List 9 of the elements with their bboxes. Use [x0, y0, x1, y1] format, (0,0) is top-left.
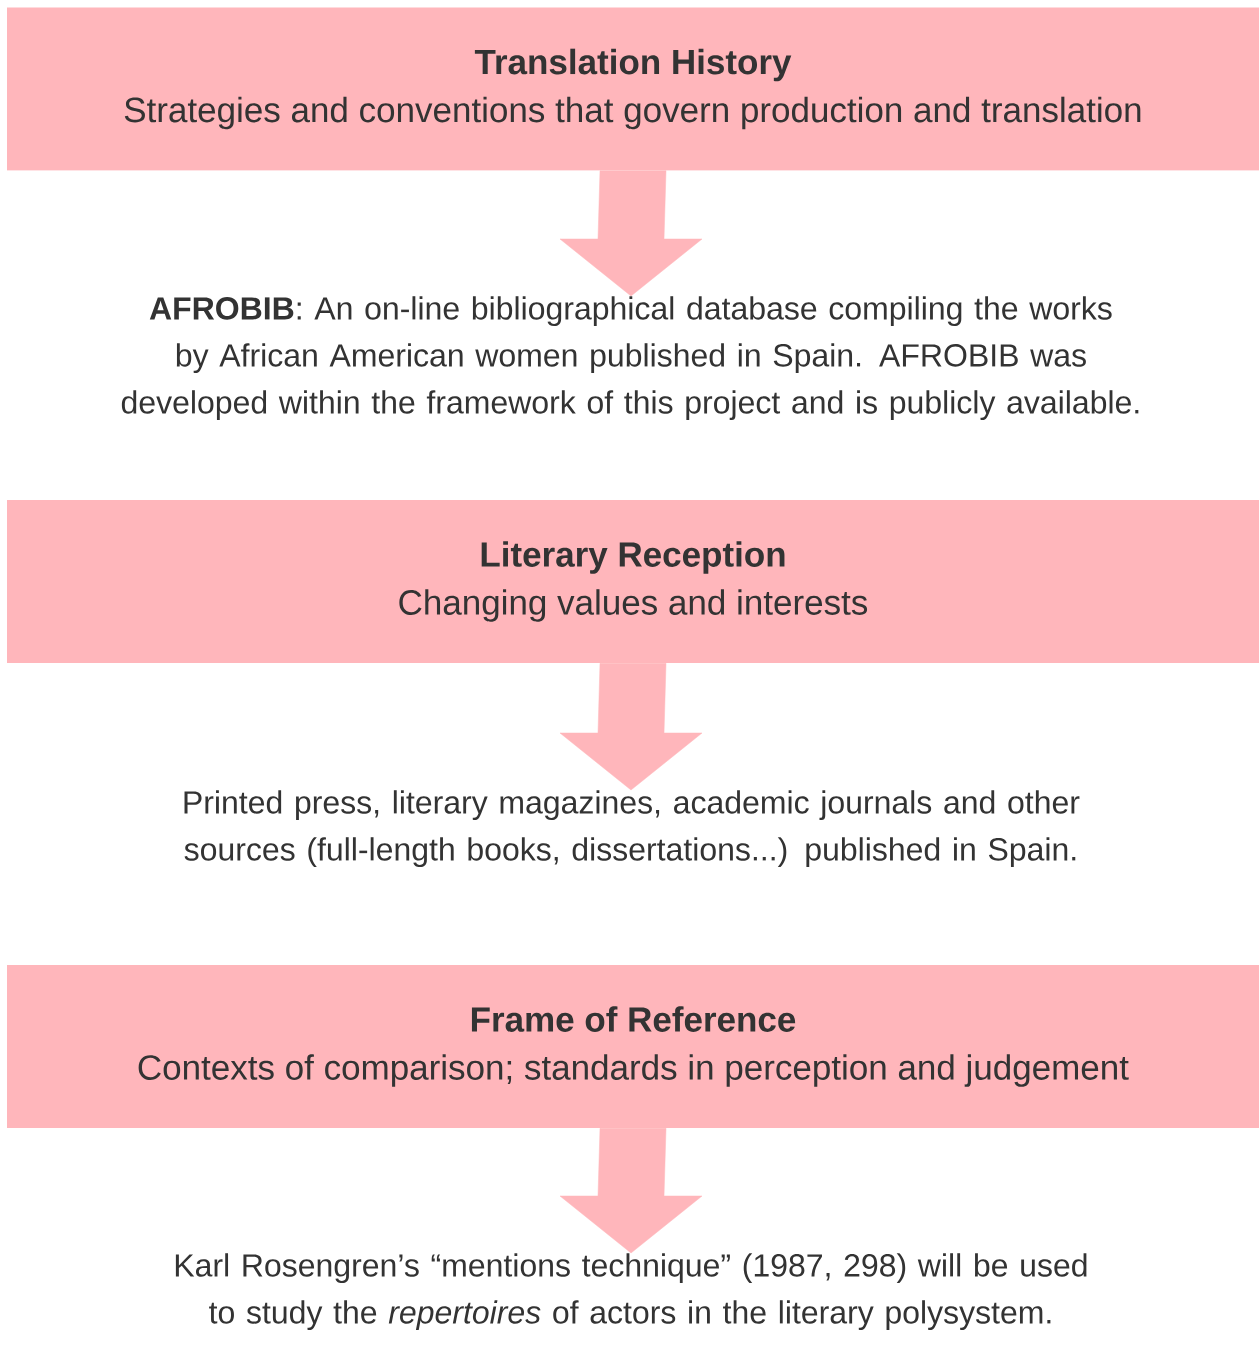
process-box: Translation History Strategies and conventions that govern production and translation — [7, 7, 1259, 171]
process-box: Literary Reception Changing values and interests — [7, 500, 1259, 663]
arrow — [559, 170, 703, 297]
description-text: Karl Rosengren’s “mentions technique” (1987, 298) will be used to study the repertoires of actors in the literary polysystem. — [175, 1253, 1087, 1331]
description-text: AFROBIB: An on-line bibliographical database compiling the works by African American women published in Spain. AFROBIB was developed within the framework of this project and is publicly available. — [121, 296, 1139, 420]
arrow — [559, 1127, 703, 1254]
description-text: Printed press, literary magazines, academic journals and other sources (full-length books, dissertations...) published in Spain. — [184, 790, 1080, 868]
arrow — [559, 662, 703, 791]
process-box: Frame of Reference Contexts of comparison; standards in perception and judgement — [7, 965, 1259, 1128]
